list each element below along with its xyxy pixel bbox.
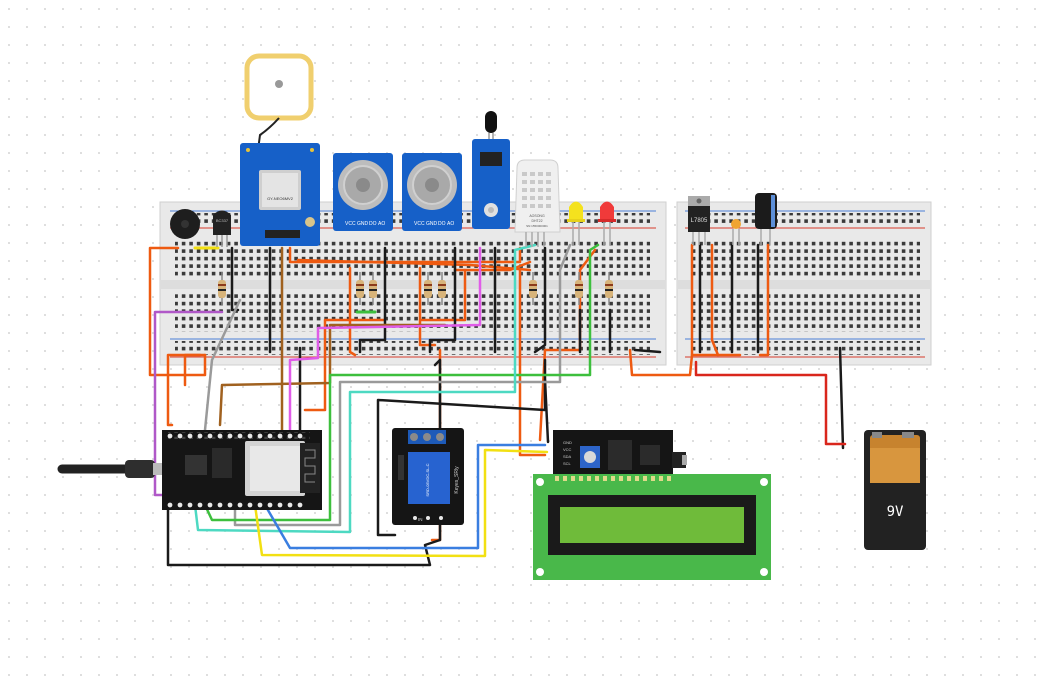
resistor-1	[218, 272, 226, 305]
lcd-pin-gnd: GND	[563, 440, 572, 445]
resistor-6	[529, 272, 537, 305]
gps-module: GY-NEO6MV2	[240, 53, 320, 246]
resistor-3	[369, 272, 377, 305]
battery-label: 9V	[887, 504, 904, 520]
electrolytic-capacitor	[755, 193, 777, 245]
mq2-pin-ao: AO	[447, 221, 454, 227]
gps-label: GY-NEO6MV2	[267, 196, 294, 201]
dht-label-brand: AOSONG	[529, 214, 545, 218]
regulator-label: L7805	[691, 218, 708, 224]
mq2-pin-gnd: GND	[426, 221, 438, 227]
lcd-pin-scl: SCL	[563, 461, 572, 466]
relay-module: SRD-05VDC-SL-C Keyes_SRly IN	[392, 428, 464, 525]
mq-sensor-1: VCC GND DO AO	[333, 153, 393, 231]
antenna-icon	[275, 80, 283, 88]
resistor-7	[575, 272, 583, 305]
mq1-pin-vcc: VCC	[345, 221, 356, 227]
mq-sensor-2: VCC GND DO AO	[402, 153, 462, 231]
flame-sensor	[472, 111, 510, 229]
lcd-pin-vcc: VCC	[563, 447, 572, 452]
relay-in-label: IN	[418, 517, 423, 522]
resistor-5	[438, 272, 446, 305]
relay-sub-label: Keyes_SRly	[454, 466, 460, 494]
resistor-4	[424, 272, 432, 305]
led-red	[598, 201, 616, 245]
resistor-8	[605, 272, 613, 305]
lcd-i2c: GND VCC SDA SCL	[533, 430, 771, 580]
mq2-pin-vcc: VCC	[414, 221, 425, 227]
resistor-2	[356, 272, 364, 305]
lcd-pin-sda: SDA	[563, 454, 572, 459]
esp32-board	[57, 430, 322, 510]
mq1-pin-ao: AO	[378, 221, 385, 227]
relay-label: SRD-05VDC-SL-C	[425, 463, 430, 496]
led-yellow	[567, 201, 585, 245]
buzzer	[170, 209, 200, 239]
wires	[148, 243, 847, 567]
dht-label-model: DHT22	[531, 219, 542, 223]
breadboard-right	[676, 201, 932, 366]
voltage-regulator: L7805	[688, 196, 710, 245]
ceramic-capacitor	[731, 219, 741, 245]
resistors	[218, 272, 613, 305]
transistor-label: BC337	[216, 218, 229, 223]
battery-9v: 9V	[864, 430, 926, 550]
mq1-pin-gnd: GND	[357, 221, 369, 227]
dht-sensor: AOSONG DHT22 SN:1550000001	[514, 159, 561, 247]
mq1-pin-do: DO	[369, 221, 377, 227]
mq2-pin-do: DO	[438, 221, 446, 227]
transistor: BC337	[213, 210, 231, 247]
dht-label-serial: SN:1550000001	[526, 224, 548, 228]
